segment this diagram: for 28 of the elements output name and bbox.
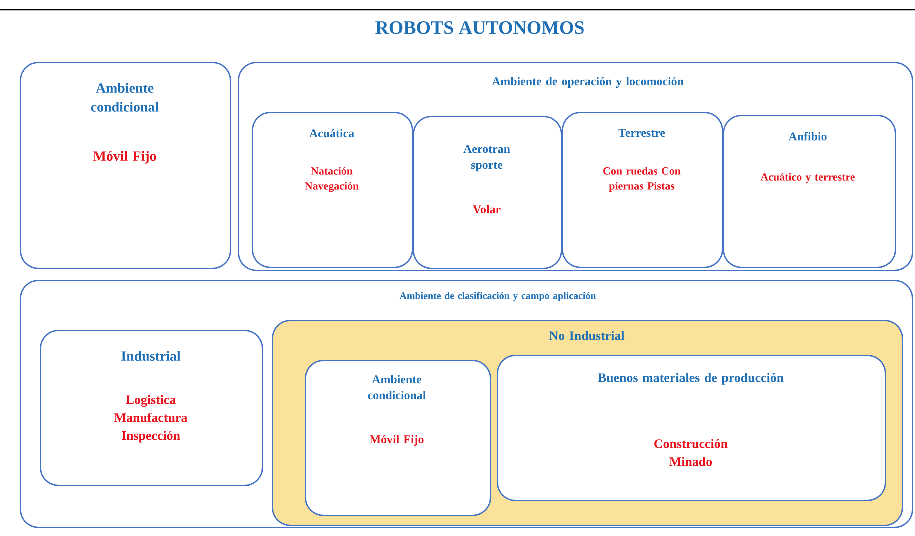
box bbox=[723, 115, 896, 268]
box-heading: Acuática bbox=[310, 129, 354, 138]
box-heading: Buenos materiales de producción bbox=[598, 373, 784, 385]
box-text: Acuático y terrestre bbox=[760, 173, 855, 184]
box-text: Móvil Fijo bbox=[370, 435, 424, 446]
box-heading: Aerotran sporte bbox=[464, 145, 510, 172]
box-text: Volar bbox=[473, 205, 501, 214]
box-heading: Ambiente de operación y locomoción bbox=[492, 77, 684, 88]
box-heading: Ambiente condicional bbox=[91, 83, 159, 112]
box-text: Con ruedas Con piernas Pistas bbox=[604, 167, 681, 192]
box bbox=[40, 330, 264, 486]
box-text: Construcción Minado bbox=[654, 439, 728, 466]
box bbox=[305, 360, 492, 516]
box bbox=[252, 112, 414, 268]
box-heading: Terrestre bbox=[618, 129, 666, 138]
box-heading: Ambiente condicional bbox=[368, 375, 426, 400]
box bbox=[562, 112, 724, 268]
box-heading: Industrial bbox=[122, 351, 181, 362]
box-heading: Ambiente de clasificación y campo aplicación bbox=[400, 292, 596, 302]
box bbox=[497, 355, 886, 502]
box-text: Natación Navegación bbox=[305, 167, 359, 192]
box-text: Logistica Manufactura Inspección bbox=[114, 395, 188, 443]
box-heading: Anfibio bbox=[788, 132, 827, 141]
title: ROBOTS AUTONOMOS bbox=[376, 22, 584, 34]
box-text: Móvil Fijo bbox=[93, 151, 156, 164]
box-heading: No Industrial bbox=[549, 331, 625, 340]
box bbox=[413, 116, 562, 270]
box bbox=[20, 62, 232, 270]
